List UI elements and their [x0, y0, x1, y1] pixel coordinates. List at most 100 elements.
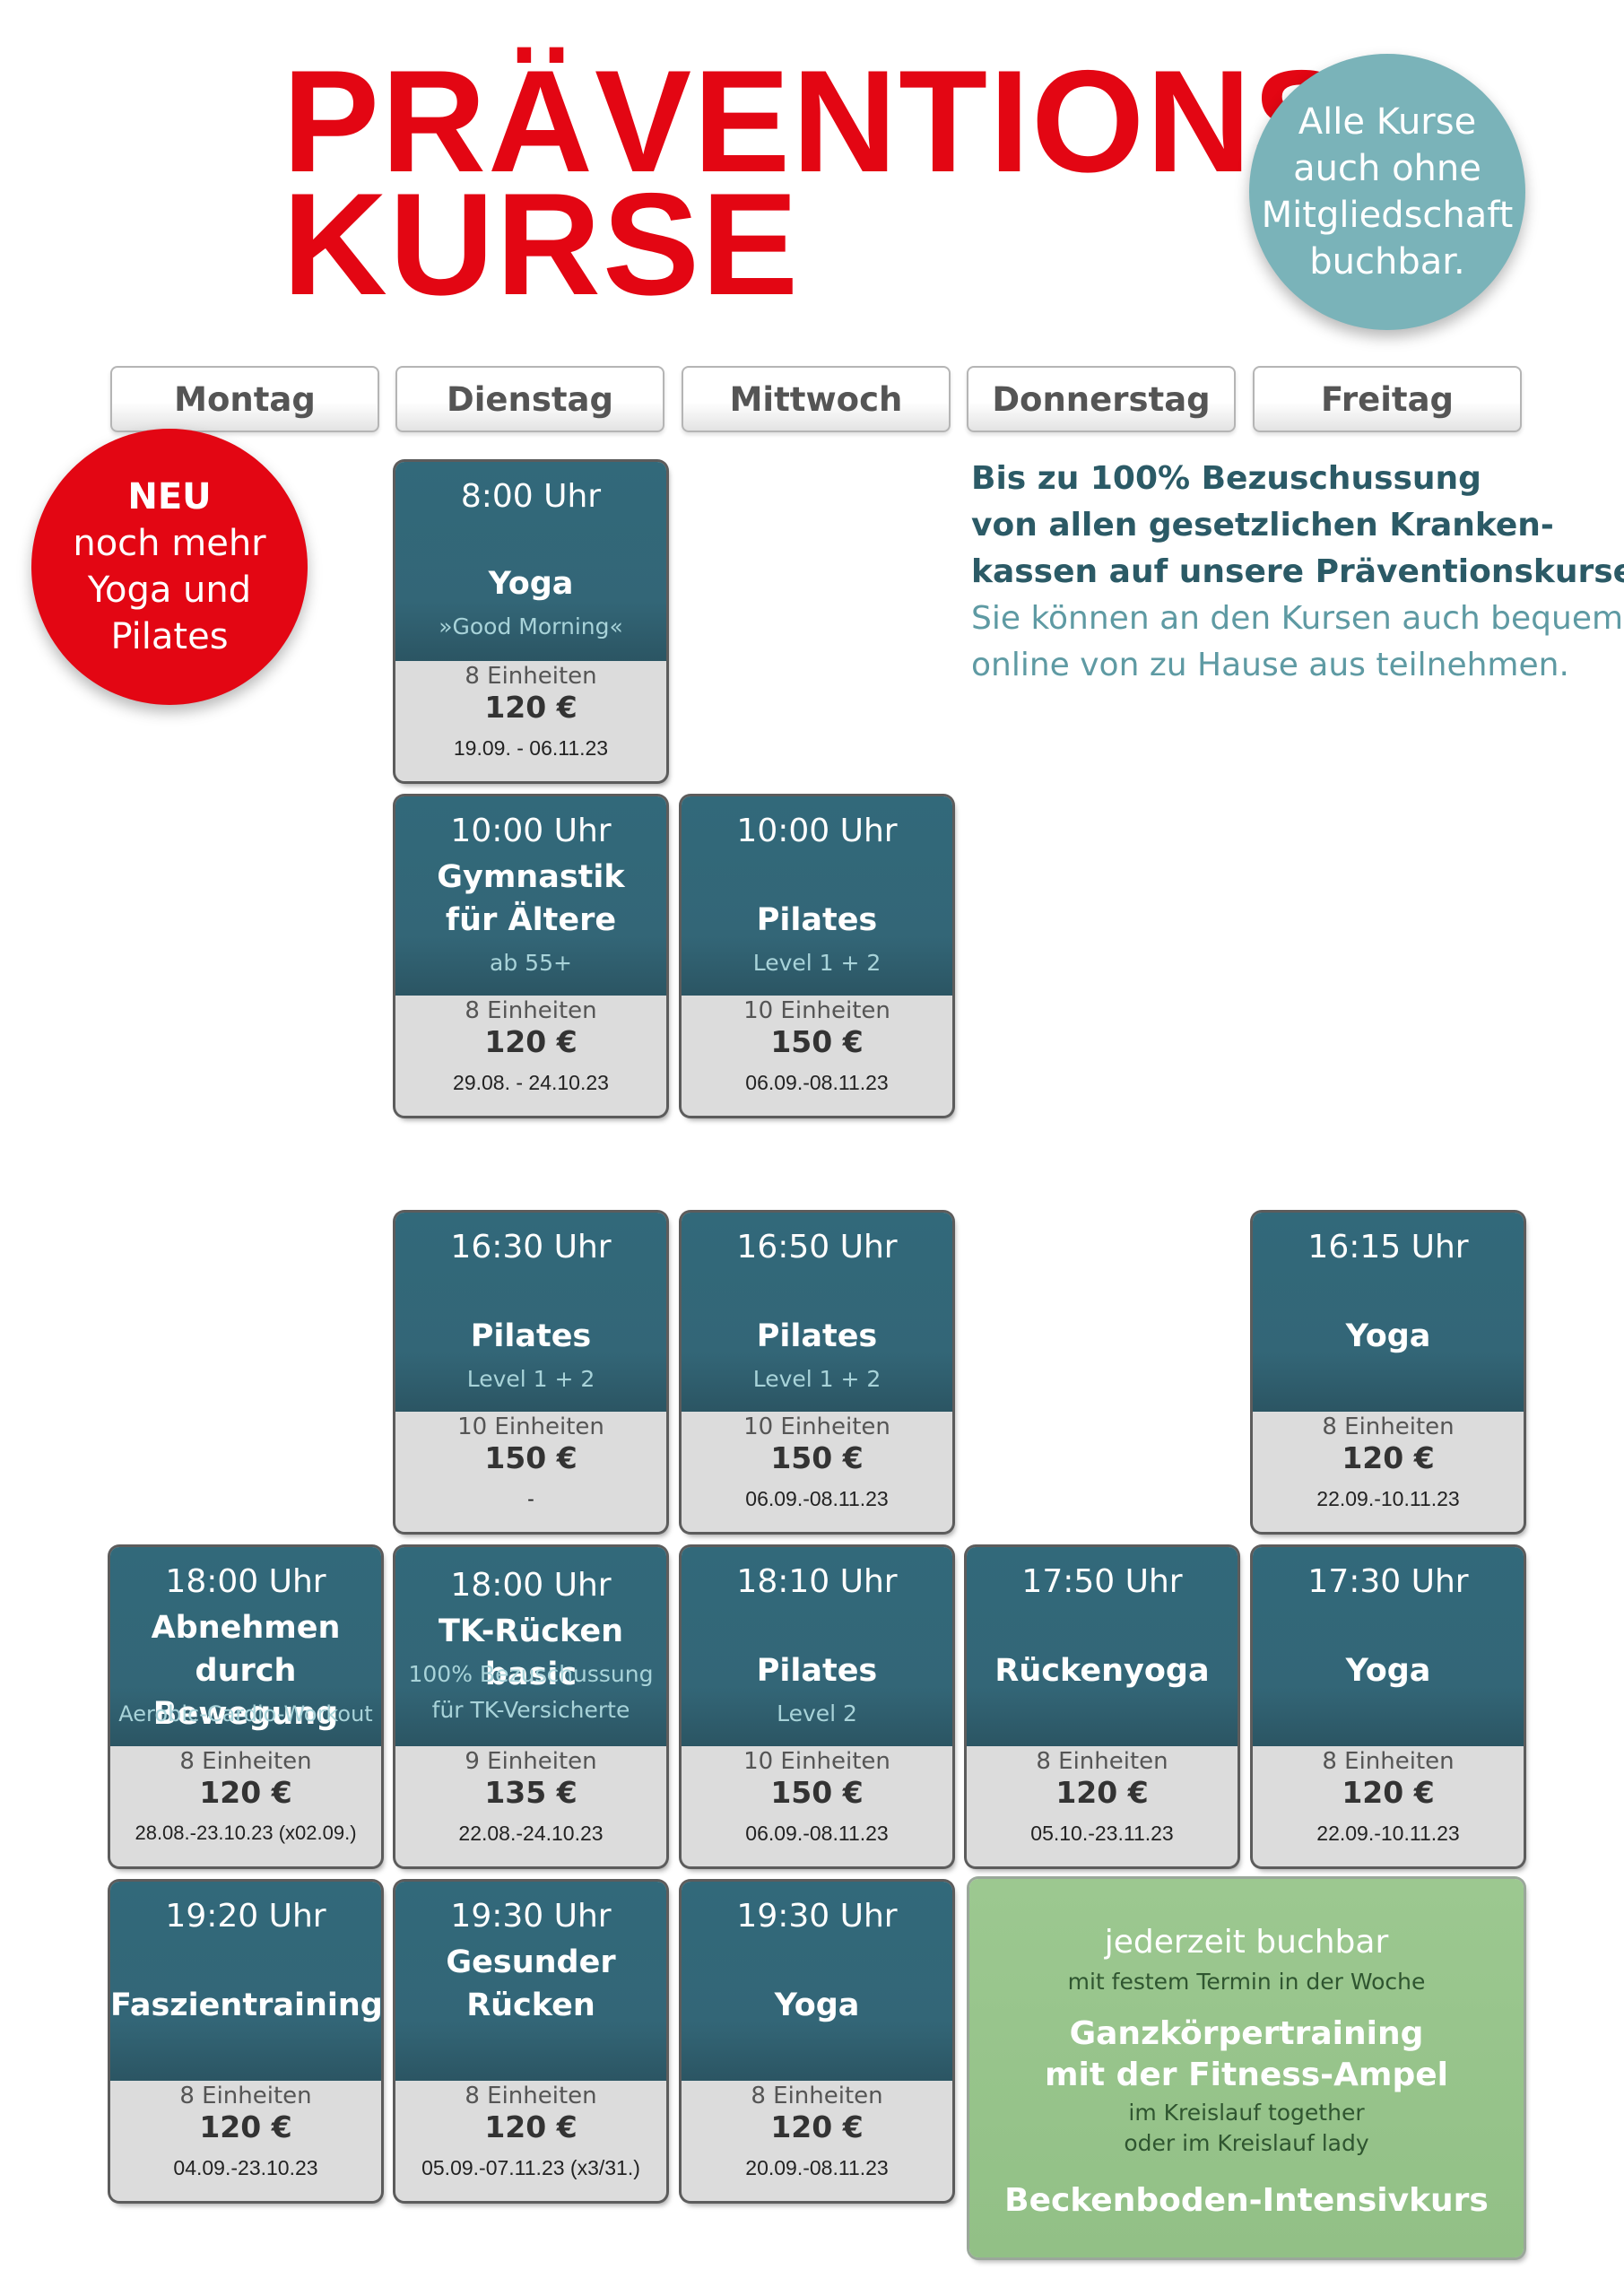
course-time: 16:50 Uhr	[736, 1229, 898, 1265]
subsidy-info: Bis zu 100% Bezuschussung von allen gese…	[971, 456, 1624, 689]
course-card-header	[682, 1547, 952, 1746]
course-dates: 04.09.-23.10.23	[173, 2156, 318, 2179]
subsidy-info-line: von allen gesetzlichen Kranken-	[971, 507, 1554, 544]
course-name: Pilates	[756, 902, 878, 938]
online-info-line: online von zu Hause aus teilnehmen.	[971, 647, 1569, 683]
course-subtitle: Level 2	[777, 1700, 857, 1726]
day-header-thursday: Donnerstag	[967, 366, 1236, 432]
course-card-header	[1253, 1213, 1524, 1412]
course-card-header	[682, 1882, 952, 2081]
new-badge-title: NEU	[127, 476, 212, 517]
new-badge: NEU noch mehr Yoga und Pilates	[31, 429, 308, 705]
course-price: 120 €	[770, 2109, 864, 2144]
pelvic-floor-course-title: Beckenboden-Intensivkurs	[1004, 2182, 1489, 2219]
new-badge-line: Pilates	[110, 616, 229, 657]
course-card-thursday-1750-rueckenyoga[interactable]: 17:50 Uhr Rückenyoga 8 Einheiten 120 € 0…	[967, 1547, 1238, 1866]
circuit-note: oder im Kreislauf lady	[1124, 2130, 1369, 2156]
course-card-header	[395, 796, 666, 996]
course-name: Abnehmen	[151, 1610, 341, 1646]
course-dates: 22.08.-24.10.23	[458, 1822, 604, 1845]
course-time: 16:15 Uhr	[1307, 1229, 1469, 1265]
anytime-bookable-box[interactable]: jederzeit buchbar mit festem Termin in d…	[969, 1879, 1524, 2257]
new-badge-line: noch mehr	[73, 523, 266, 564]
course-card-wednesday-1650-pilates[interactable]: 16:50 Uhr Pilates Level 1 + 2 10 Einheit…	[682, 1213, 952, 1532]
course-time: 19:30 Uhr	[450, 1898, 612, 1935]
course-card-tuesday-1630-pilates[interactable]: 16:30 Uhr Pilates Level 1 + 2 10 Einheit…	[395, 1213, 666, 1532]
course-card-header	[682, 1213, 952, 1412]
course-card-header	[395, 1547, 666, 1746]
course-dates: 05.09.-07.11.23 (x3/31.)	[421, 2156, 640, 2179]
course-units: 8 Einheiten	[465, 663, 597, 690]
course-time: 17:50 Uhr	[1021, 1563, 1183, 1600]
course-name: Pilates	[756, 1318, 878, 1354]
membership-badge-line: Alle Kurse	[1298, 101, 1477, 143]
course-units: 8 Einheiten	[465, 997, 597, 1024]
course-name: Rückenyoga	[994, 1653, 1210, 1689]
course-subtitle: »Good Morning«	[439, 613, 623, 639]
course-card-tuesday-1800-tk-ruecken[interactable]: 18:00 Uhr TK-Rücken basic 100% Bezuschus…	[395, 1547, 666, 1866]
membership-badge-line: auch ohne	[1293, 148, 1481, 189]
course-name: Gymnastik	[437, 859, 625, 895]
course-subtitle: Level 1 + 2	[752, 1366, 881, 1392]
membership-badge-line: buchbar.	[1309, 241, 1465, 283]
course-card-header	[1253, 1547, 1524, 1746]
course-card-friday-1730-yoga[interactable]: 17:30 Uhr Yoga 8 Einheiten 120 € 22.09.-…	[1253, 1547, 1524, 1866]
course-name: durch Bewegung	[152, 1653, 339, 1732]
course-name: Pilates	[470, 1318, 592, 1354]
course-card-tuesday-1930-gesunder-ruecken[interactable]: 19:30 Uhr Gesunder Rücken 8 Einheiten 12…	[395, 1882, 666, 2201]
course-price: 150 €	[770, 1775, 864, 1810]
course-card-header	[967, 1547, 1238, 1746]
course-price: 135 €	[484, 1775, 578, 1810]
course-units: 10 Einheiten	[743, 1413, 890, 1440]
course-price: 150 €	[770, 1024, 864, 1059]
course-time: 18:00 Uhr	[165, 1563, 326, 1600]
course-card-wednesday-1000-pilates[interactable]: 10:00 Uhr Pilates Level 1 + 2 10 Einheit…	[682, 796, 952, 1116]
course-dates: 22.09.-10.11.23	[1316, 1487, 1460, 1510]
course-dates: 06.09.-08.11.23	[745, 1822, 889, 1845]
course-card-header	[110, 1882, 381, 2081]
course-units: 8 Einheiten	[179, 1748, 312, 1775]
course-name: Rücken	[466, 1987, 595, 2023]
course-card-header	[395, 462, 666, 661]
course-dates: 28.08.-23.10.23 (x02.09.)	[135, 1822, 357, 1844]
course-units: 8 Einheiten	[1322, 1748, 1455, 1775]
course-name: für Ältere	[445, 902, 617, 938]
course-name: Faszientraining	[110, 1987, 381, 2023]
course-card-monday-1800-abnehmen[interactable]: 18:00 Uhr Abnehmen durch Bewegung Aerobi…	[110, 1547, 381, 1866]
course-time: 8:00 Uhr	[460, 478, 602, 515]
course-units: 8 Einheiten	[1322, 1413, 1455, 1440]
course-card-monday-1920-faszientraining[interactable]: 19:20 Uhr Faszientraining 8 Einheiten 12…	[110, 1882, 381, 2201]
anytime-bookable-note: mit festem Termin in der Woche	[1067, 1969, 1426, 1995]
course-card-wednesday-1810-pilates[interactable]: 18:10 Uhr Pilates Level 2 10 Einheiten 1…	[682, 1547, 952, 1866]
course-card-tuesday-0800-yoga[interactable]: 8:00 Uhr Yoga »Good Morning« 8 Einheiten…	[395, 462, 666, 781]
course-subtitle: ab 55+	[490, 950, 572, 976]
course-units: 10 Einheiten	[743, 1748, 890, 1775]
course-name: Yoga	[1345, 1653, 1431, 1689]
course-price: 150 €	[484, 1440, 578, 1475]
course-price: 120 €	[1342, 1775, 1435, 1810]
anytime-bookable-heading: jederzeit buchbar	[1104, 1924, 1389, 1961]
course-name: Yoga	[1345, 1318, 1431, 1354]
course-card-tuesday-1000-gymnastik[interactable]: 10:00 Uhr Gymnastik für Ältere ab 55+ 8 …	[395, 796, 666, 1116]
course-price: 120 €	[1342, 1440, 1435, 1475]
course-time: 18:10 Uhr	[736, 1563, 898, 1600]
course-units: 8 Einheiten	[179, 2083, 312, 2109]
course-units: 8 Einheiten	[751, 2083, 883, 2109]
course-card-header	[110, 1547, 381, 1746]
course-price: 120 €	[484, 1024, 578, 1059]
day-header-monday: Montag	[110, 366, 379, 432]
course-card-friday-1615-yoga[interactable]: 16:15 Uhr Yoga 8 Einheiten 120 € 22.09.-…	[1253, 1213, 1524, 1532]
membership-badge-line: Mitgliedschaft	[1261, 195, 1514, 236]
course-subtitle: Aerobic-Cardio-Workout	[118, 1701, 373, 1726]
course-price: 120 €	[199, 2109, 292, 2144]
course-card-header	[395, 1882, 666, 2081]
course-card-wednesday-1930-yoga[interactable]: 19:30 Uhr Yoga 8 Einheiten 120 € 20.09.-…	[682, 1882, 952, 2201]
course-subtitle: 100% Bezuschussung	[408, 1661, 654, 1687]
subsidy-info-line: kassen auf unsere Präventionskurse.	[971, 553, 1624, 590]
course-card-header	[682, 796, 952, 996]
course-subtitle: für TK-Versicherte	[431, 1697, 630, 1723]
course-units: 9 Einheiten	[465, 1748, 597, 1775]
course-dates: 06.09.-08.11.23	[745, 1071, 889, 1094]
course-price: 120 €	[1055, 1775, 1149, 1810]
course-dates: 29.08. - 24.10.23	[453, 1071, 609, 1094]
